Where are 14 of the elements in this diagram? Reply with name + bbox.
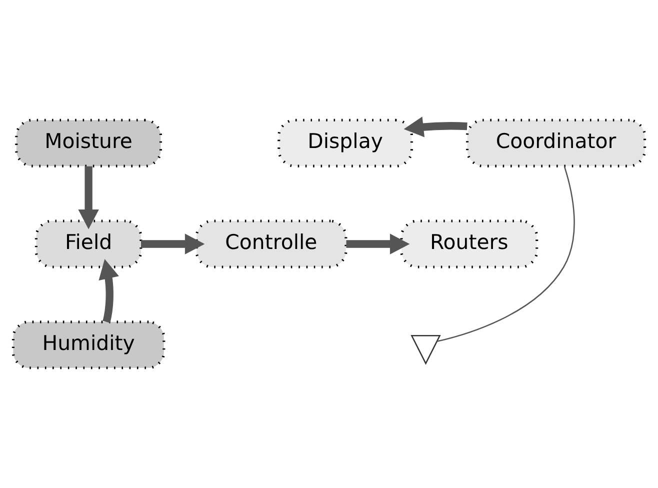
node-box: Routers (400, 220, 538, 268)
node-antenna (410, 335, 441, 365)
node-box: Humidity (12, 320, 166, 370)
node-box: Moisture (15, 118, 162, 168)
node-box: Field (34, 220, 142, 268)
node-box: Display (278, 118, 413, 168)
arrow (346, 234, 410, 254)
node-box: Coordinator (466, 118, 646, 168)
arrow (404, 116, 468, 138)
arrow (141, 234, 205, 254)
arrow (78, 166, 99, 230)
node-box: Controlle (195, 220, 348, 268)
connector (436, 166, 575, 342)
arrow (98, 259, 119, 323)
